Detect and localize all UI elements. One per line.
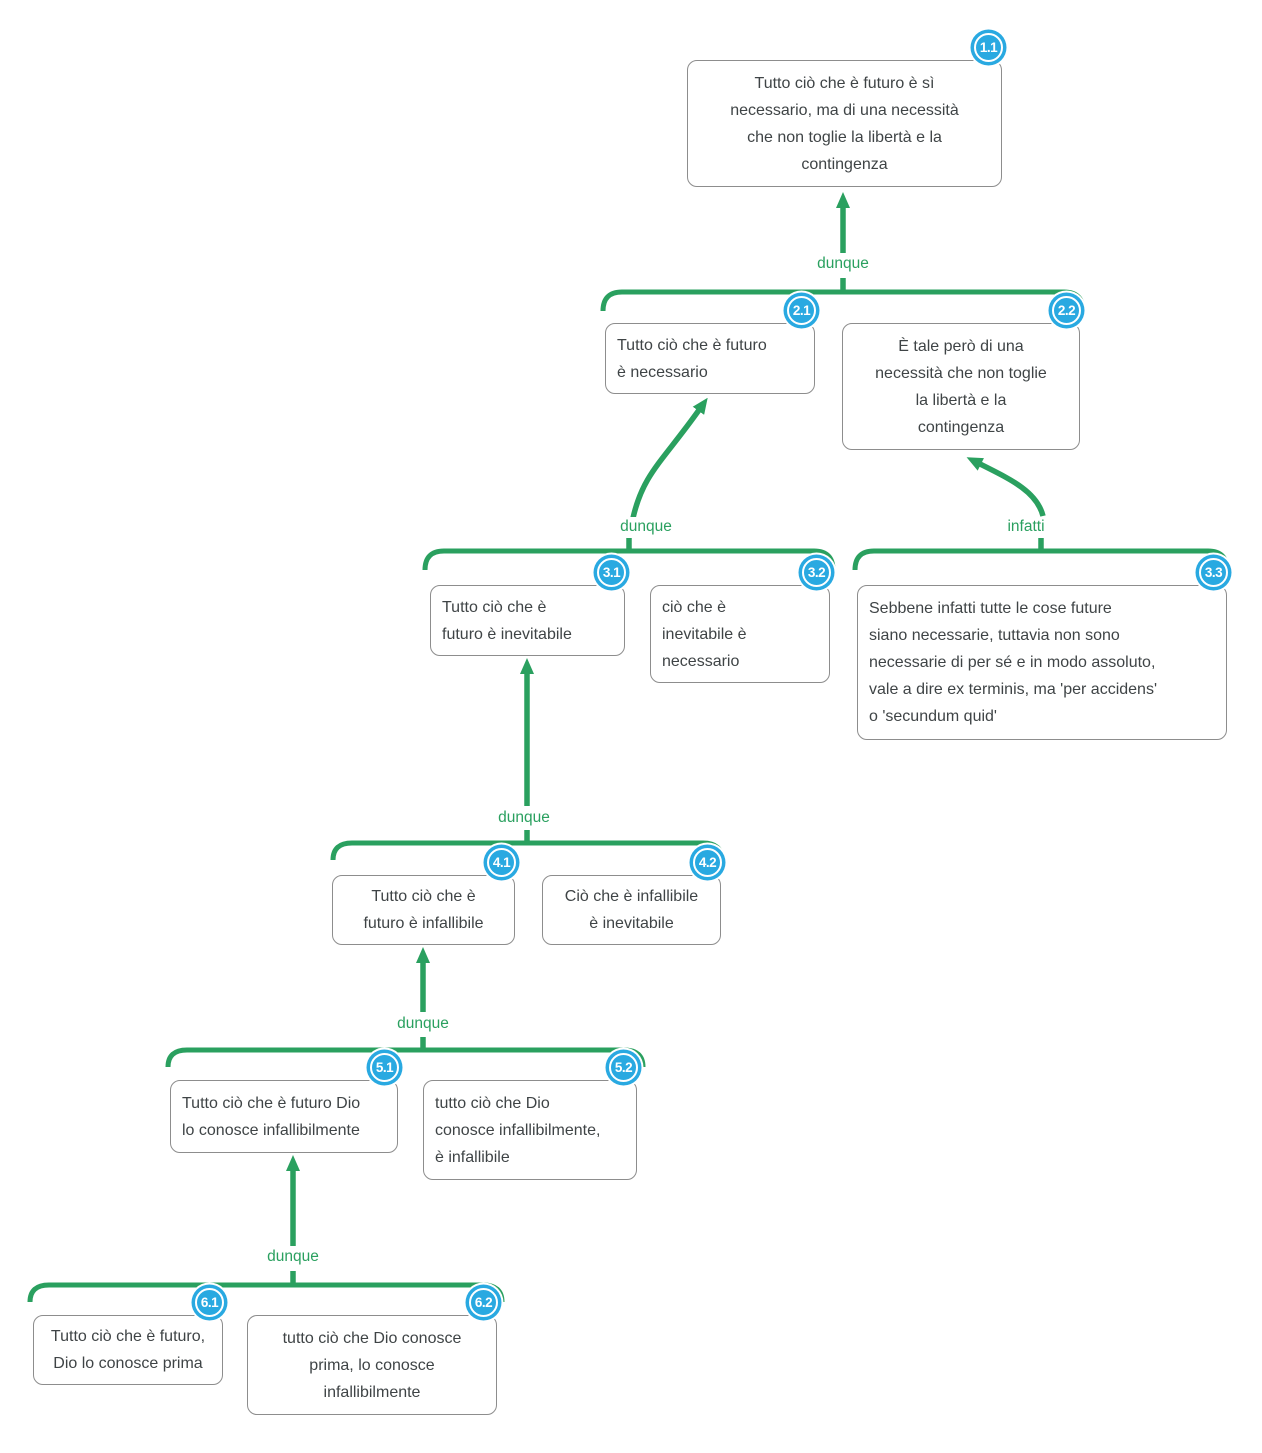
node-5-1-text: Tutto ciò che è futuro Dio lo conosce in… xyxy=(182,1094,361,1139)
connector-label-dunque-3: dunque xyxy=(496,808,552,828)
connector-label-dunque-2: dunque xyxy=(618,517,674,537)
node-4-1[interactable]: 4.1 Tutto ciò che è futuro è infallibile xyxy=(332,848,516,945)
node-4-1-text: Tutto ciò che è futuro è infallibile xyxy=(363,888,484,932)
node-5-2-badge[interactable]: 5.2 xyxy=(609,1053,638,1082)
node-3-2-badge[interactable]: 3.2 xyxy=(802,558,831,587)
bracket-group-6 xyxy=(27,1282,505,1303)
node-6-1-badge[interactable]: 6.1 xyxy=(195,1288,224,1317)
node-5-1-badge[interactable]: 5.1 xyxy=(370,1053,399,1082)
node-5-1[interactable]: 5.1 Tutto ciò che è futuro Dio lo conosc… xyxy=(170,1053,399,1153)
node-3-1-text: Tutto ciò che è futuro è inevitabile xyxy=(442,598,572,643)
node-1-1[interactable]: 1.1 Tutto ciò che è futuro è sì necessar… xyxy=(687,33,1003,187)
node-6-1-text: Tutto ciò che è futuro, Dio lo conosce p… xyxy=(50,1328,206,1372)
node-3-3[interactable]: 3.3 Sebbene infatti tutte le cose future… xyxy=(857,558,1228,740)
node-4-1-badge[interactable]: 4.1 xyxy=(487,848,516,877)
connector-label-dunque-4: dunque xyxy=(395,1014,451,1034)
node-5-2[interactable]: 5.2 tutto ciò che Dio conosce infallibil… xyxy=(423,1053,638,1180)
connector-label-dunque-5: dunque xyxy=(265,1247,321,1267)
node-3-2-text: ciò che è inevitabile è necessario xyxy=(662,598,747,670)
bracket-group-5 xyxy=(165,1047,646,1068)
node-2-1-text: Tutto ciò che è futuro è necessario xyxy=(617,336,767,381)
node-2-2-badge[interactable]: 2.2 xyxy=(1052,296,1081,325)
node-6-1[interactable]: 6.1 Tutto ciò che è futuro, Dio lo conos… xyxy=(33,1288,224,1385)
node-4-2[interactable]: 4.2 Ciò che è infallibile è inevitabile xyxy=(542,848,722,945)
node-3-2[interactable]: 3.2 ciò che è inevitabile è necessario xyxy=(650,558,831,683)
node-2-2[interactable]: 2.2 È tale però di una necessità che non… xyxy=(842,296,1081,450)
bracket-group-3 xyxy=(422,548,836,571)
node-3-3-text: Sebbene infatti tutte le cose future sia… xyxy=(869,600,1158,725)
node-5-2-text: tutto ciò che Dio conosce infallibilment… xyxy=(435,1094,601,1166)
bracket-group-4 xyxy=(330,840,725,861)
node-3-1[interactable]: 3.1 Tutto ciò che è futuro è inevitabile xyxy=(430,558,626,656)
node-4-2-text: Ciò che è infallibile è inevitabile xyxy=(564,888,699,932)
connector-label-dunque-1: dunque xyxy=(815,254,871,274)
node-3-1-badge[interactable]: 3.1 xyxy=(597,558,626,587)
connector-label-infatti: infatti xyxy=(1005,517,1047,537)
bracket-group-3b xyxy=(852,548,1230,571)
node-1-1-text: Tutto ciò che è futuro è sì necessario, … xyxy=(730,74,959,173)
node-4-2-badge[interactable]: 4.2 xyxy=(693,848,722,877)
bracket-group-2 xyxy=(600,289,1086,312)
arrow-to-2-1 xyxy=(630,397,708,519)
node-2-1[interactable]: 2.1 Tutto ciò che è futuro è necessario xyxy=(605,296,816,394)
node-6-2-text: tutto ciò che Dio conosce prima, lo cono… xyxy=(282,1329,462,1401)
node-2-2-text: È tale però di una necessità che non tog… xyxy=(875,337,1047,436)
node-3-3-badge[interactable]: 3.3 xyxy=(1199,558,1228,587)
node-6-2-badge[interactable]: 6.2 xyxy=(469,1288,498,1317)
node-6-2[interactable]: 6.2 tutto ciò che Dio conosce prima, lo … xyxy=(247,1288,498,1415)
arrow-to-2-2 xyxy=(966,457,1046,517)
node-1-1-badge[interactable]: 1.1 xyxy=(974,33,1003,62)
node-2-1-badge[interactable]: 2.1 xyxy=(787,296,816,325)
